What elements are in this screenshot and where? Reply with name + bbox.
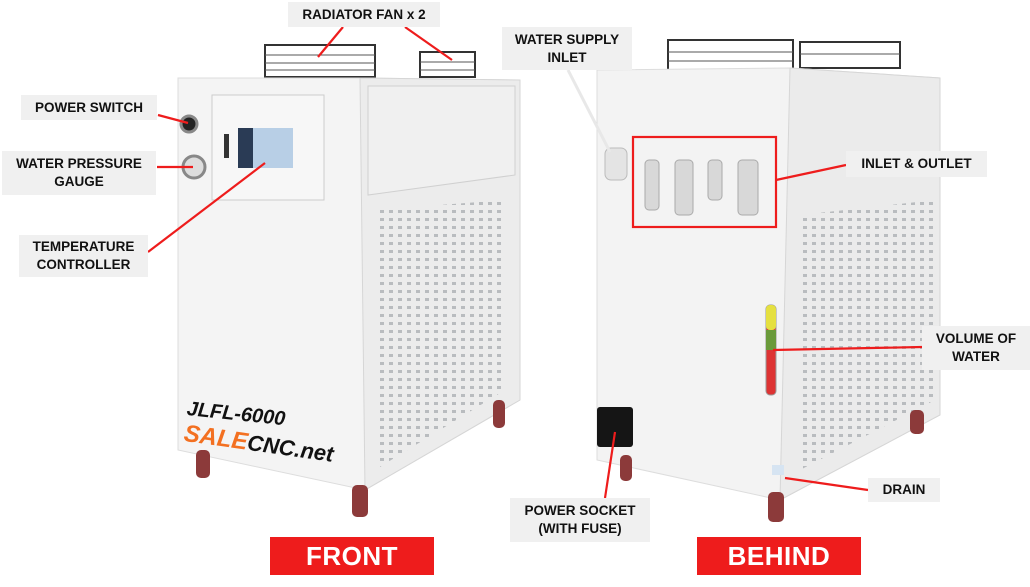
- label-volume-of-water: VOLUME OF WATER: [922, 326, 1030, 370]
- label-power-switch: POWER SWITCH: [21, 95, 157, 120]
- view-label-behind: BEHIND: [697, 537, 861, 575]
- drain: [772, 465, 784, 475]
- radiator-fan-grills: [264, 44, 476, 78]
- rear-casters: [620, 410, 924, 522]
- power-switch: [179, 114, 199, 134]
- label-water-pressure-gauge: WATER PRESSURE GAUGE: [2, 151, 156, 195]
- rear-chiller-unit: [596, 39, 941, 522]
- inlet-outlet-pipes: [644, 159, 759, 216]
- view-label-front: FRONT: [270, 537, 434, 575]
- water-supply-inlet: [604, 147, 628, 181]
- inlet-outlet-highlight: [631, 135, 778, 229]
- label-radiator-fan: RADIATOR FAN x 2: [288, 2, 440, 27]
- callout-lines: [147, 26, 923, 499]
- label-water-supply-inlet: WATER SUPPLY INLET: [502, 27, 632, 70]
- label-temperature-controller: TEMPERATURE CONTROLLER: [19, 235, 148, 277]
- front-vent-grille: [375, 200, 505, 470]
- water-supply-callout-line: [566, 69, 612, 153]
- rear-vent-grille: [800, 200, 935, 470]
- power-socket: [597, 407, 633, 447]
- label-drain: DRAIN: [868, 478, 940, 502]
- label-power-socket: POWER SOCKET (WITH FUSE): [510, 498, 650, 542]
- label-inlet-outlet: INLET & OUTLET: [846, 151, 987, 177]
- front-chiller-unit: [177, 44, 521, 517]
- casters: [196, 400, 505, 517]
- rear-fan-grills: [667, 39, 901, 71]
